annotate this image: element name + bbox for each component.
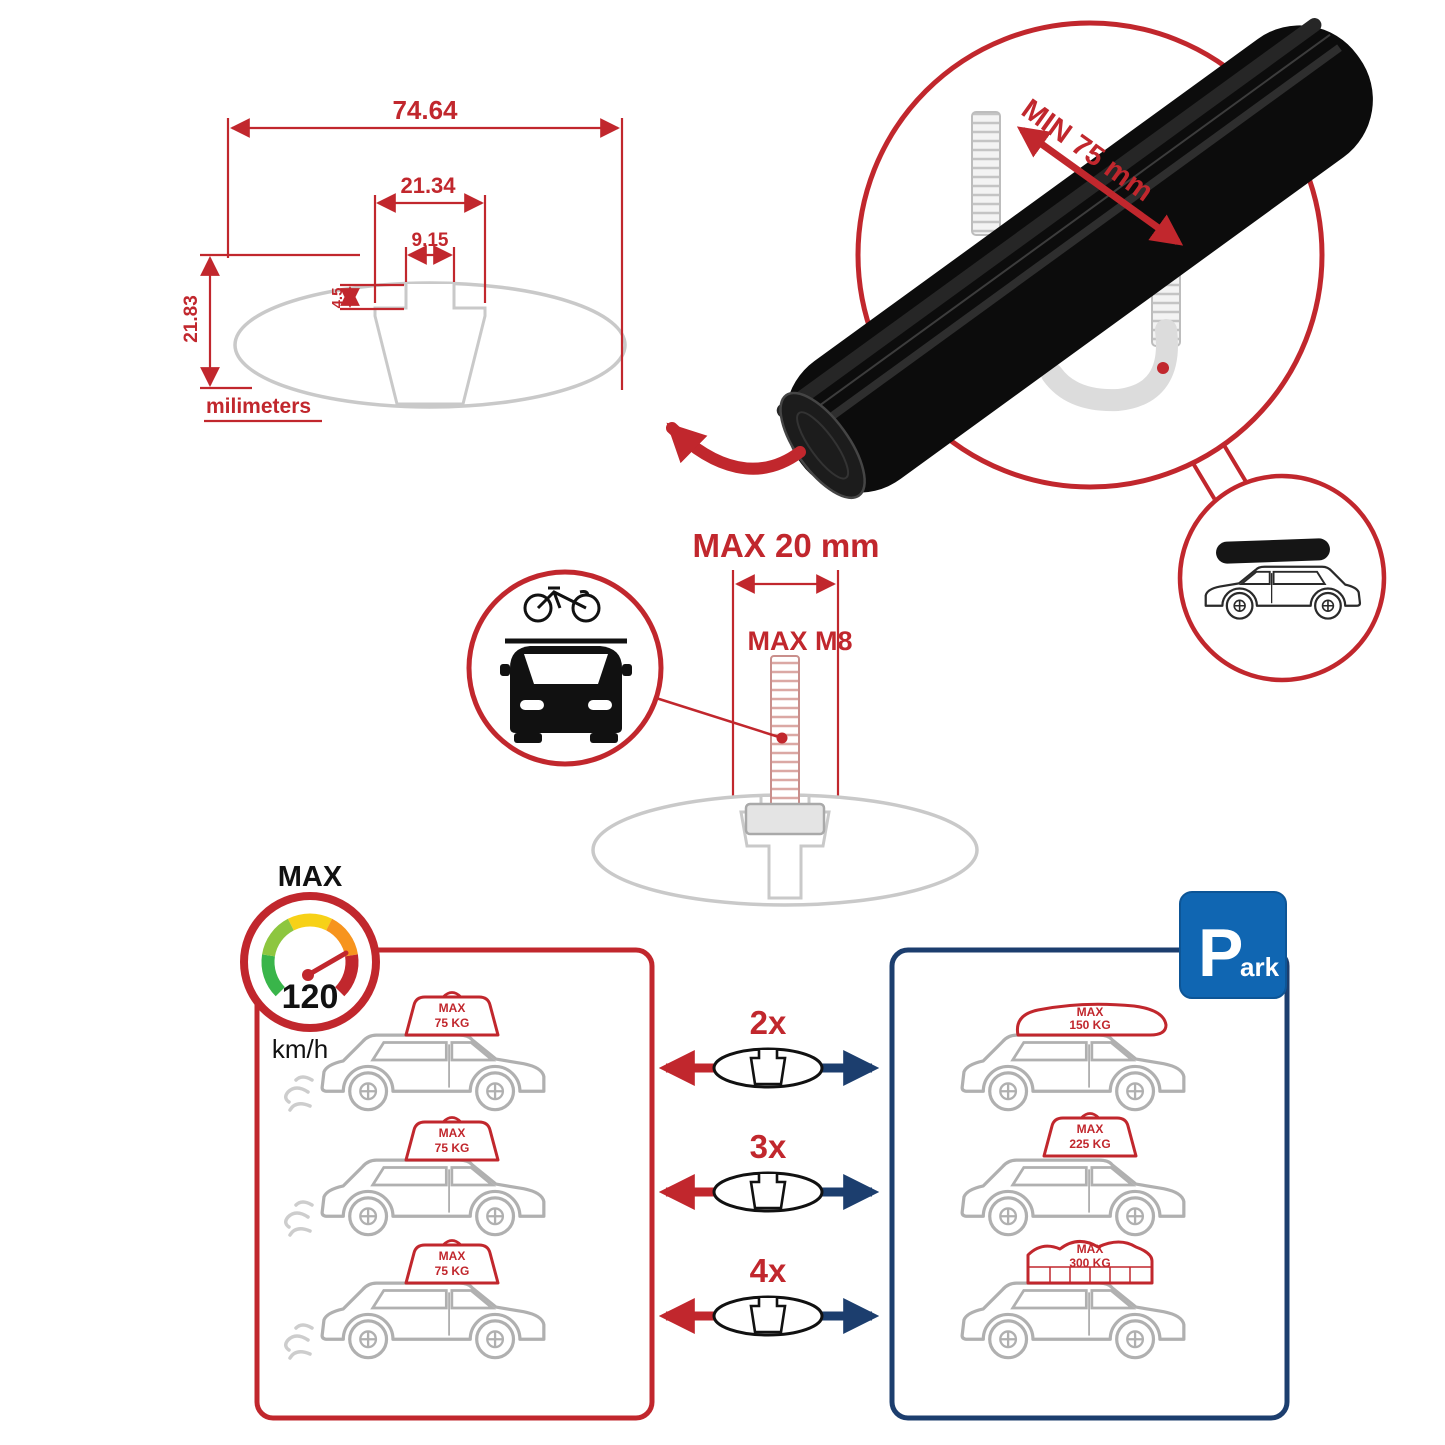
ext-line (200, 253, 360, 390)
load-weight: 300 KG (1069, 1256, 1110, 1270)
crossbar-3d (776, 18, 1373, 500)
load-weight: 75 KG (435, 1264, 470, 1278)
min-span-arrow (1016, 126, 1184, 246)
max-thread-label: MAX M8 (747, 626, 852, 656)
parked-loads: MAX 150 KG MAX 225 KG MAX 300 KG (1015, 1002, 1168, 1285)
profile-dimension-diagram: 74.64 21.34 9.15 4.5 21.83 milimeters (181, 95, 627, 423)
ext-line (340, 283, 404, 311)
count-label: 4x (750, 1252, 787, 1289)
ext-line (731, 570, 840, 800)
load-max: MAX (1077, 1005, 1104, 1019)
crossbar-profile-icon (712, 1047, 824, 1089)
max-length-label: MAX 20 mm (692, 527, 879, 564)
capacity-panels: 2x 3x 4x MAX 75 KG (254, 891, 1290, 1421)
needle-pivot (302, 969, 314, 981)
parking-sign: P ark (1179, 891, 1287, 999)
count-label: 3x (750, 1128, 787, 1165)
clamp-rod-icon (971, 111, 1001, 236)
load-max: MAX (1077, 1242, 1104, 1256)
crossbar-render: MIN 75 mm (666, 18, 1387, 683)
multiplier-rows: 2x 3x 4x (658, 1004, 880, 1337)
load-max: MAX (439, 1249, 466, 1263)
clamp-hook-icon (1041, 319, 1178, 412)
cross-section-arrow (666, 422, 806, 475)
dim-total-width: 74.64 (392, 95, 458, 125)
roof-box-icon (1216, 538, 1330, 564)
leader-dot (776, 732, 788, 744)
bubble-link-lines (1191, 444, 1248, 501)
gauge-needle (305, 950, 349, 978)
parked-cars (960, 1033, 1186, 1360)
load-max: MAX (1077, 1122, 1104, 1136)
dim-slot-depth: 4.5 (329, 288, 346, 309)
load-weight: 75 KG (435, 1141, 470, 1155)
bike-icon (523, 586, 601, 623)
speed-limit: MAX 120 km/h (240, 861, 380, 1064)
load-max: MAX (439, 1126, 466, 1140)
load-max: MAX (439, 1001, 466, 1015)
units-label: milimeters (206, 395, 311, 418)
bolt-head-icon (744, 802, 826, 836)
dim-slot-width: 9.15 (412, 230, 449, 251)
bike-car-bubble (466, 569, 664, 767)
speed-title: MAX (278, 861, 343, 893)
dim-profile-height: 21.83 (181, 295, 202, 343)
car-front-icon (500, 646, 632, 743)
park-suffix: ark (1240, 952, 1280, 982)
ext-line (404, 247, 456, 282)
gauge-arcs (261, 913, 359, 997)
count-label: 2x (750, 1004, 787, 1041)
park-letter: P (1198, 915, 1243, 991)
load-weight: 150 KG (1069, 1018, 1110, 1032)
bolt-spec: MAX 20 mm MAX M8 (466, 527, 979, 907)
load-weight: 225 KG (1069, 1137, 1110, 1151)
threaded-bolt-icon (770, 655, 800, 807)
leader-line (655, 696, 783, 740)
load-weight: 75 KG (435, 1016, 470, 1030)
driving-loads: MAX 75 KG MAX 75 KG MAX 75 KG (404, 991, 500, 1285)
speed-units: km/h (272, 1034, 328, 1064)
clamp-point-dot (1157, 362, 1169, 374)
dim-chamber-width: 21.34 (400, 173, 456, 198)
detail-circle (855, 20, 1325, 490)
roofbox-car-bubble (1177, 473, 1387, 683)
crossbar-profile-icon (712, 1171, 824, 1213)
crossbar-profile-icon (712, 1295, 824, 1337)
speed-value: 120 (282, 978, 339, 1016)
